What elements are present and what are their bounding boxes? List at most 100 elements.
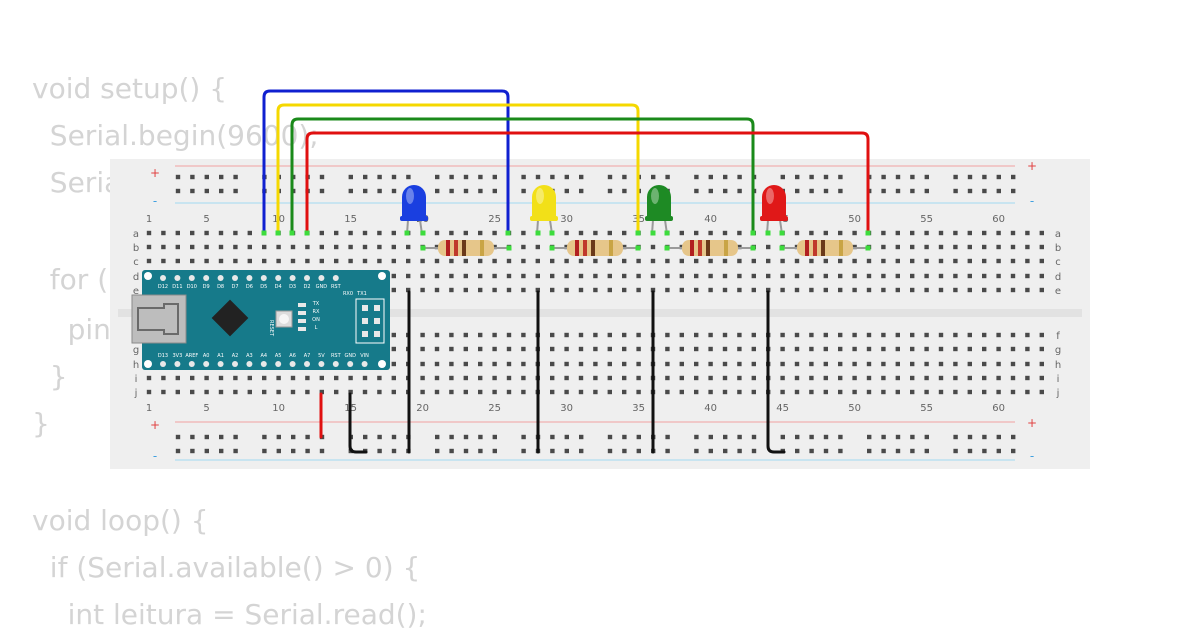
rail-hole [622, 434, 627, 440]
breadboard-hole [722, 332, 728, 338]
breadboard-hole [737, 389, 742, 395]
breadboard-hole [391, 230, 396, 236]
breadboard-hole [665, 258, 670, 264]
rail-hole [636, 448, 641, 454]
breadboard-hole [622, 332, 627, 338]
rail-hole [838, 434, 843, 440]
code-line: } [32, 407, 50, 440]
breadboard-hole [996, 244, 1001, 250]
breadboard-hole [1025, 258, 1030, 264]
breadboard-hole [881, 332, 886, 338]
breadboard-hole [578, 287, 584, 293]
arduino-pin [174, 361, 181, 367]
led-body [532, 185, 556, 219]
breadboard-hole [780, 346, 785, 352]
breadboard-hole [694, 389, 699, 395]
rail-hole [478, 448, 483, 454]
arduino-pin-label: 5V [318, 353, 325, 359]
breadboard-hole [463, 230, 468, 236]
connection-dot [420, 230, 426, 236]
breadboard-hole [190, 244, 195, 250]
breadboard-hole [506, 287, 512, 293]
breadboard-hole [881, 230, 886, 236]
rail-hole [823, 174, 829, 180]
breadboard-hole [924, 258, 929, 264]
arduino-pin-label: D6 [246, 284, 253, 290]
breadboard-hole [967, 244, 972, 250]
resistor-band [698, 240, 702, 256]
breadboard-hole [938, 361, 944, 367]
rail-hole [651, 174, 656, 180]
connection-dot [635, 245, 641, 251]
breadboard-hole [463, 287, 468, 293]
breadboard-hole [535, 244, 540, 250]
rail-hole [276, 434, 281, 440]
rail-hole [1011, 434, 1016, 440]
rail-hole [478, 188, 483, 194]
breadboard-hole [607, 258, 612, 264]
code-line: void loop() { [32, 504, 209, 537]
breadboard-hole [521, 244, 526, 250]
black-wire-4 [766, 290, 786, 454]
breadboard-hole [866, 389, 872, 395]
yellow-wire[interactable] [276, 103, 640, 235]
green-wire[interactable] [290, 117, 755, 235]
breadboard-hole [607, 230, 612, 236]
breadboard-hole [838, 258, 843, 264]
row-letter: c [1055, 257, 1061, 268]
arduino-pin [217, 275, 224, 281]
resistor-band [706, 240, 710, 256]
rail-hole [363, 188, 368, 194]
rail-hole [1011, 188, 1016, 194]
breadboard-hole [910, 389, 915, 395]
breadboard-hole [982, 346, 987, 352]
rail-hole [204, 188, 209, 194]
breadboard-hole [694, 273, 699, 279]
rail-hole [895, 174, 901, 180]
blue-led[interactable] [400, 185, 428, 235]
rail-hole [449, 174, 454, 180]
green-led[interactable] [645, 185, 673, 235]
breadboard-hole [1039, 389, 1044, 395]
rail-hole [924, 448, 929, 454]
breadboard-hole [492, 361, 497, 367]
resistor-band [690, 240, 694, 256]
breadboard-hole [593, 375, 598, 381]
breadboard-hole [420, 361, 425, 367]
red-led[interactable] [760, 185, 788, 235]
blue-wire[interactable] [262, 89, 510, 235]
breadboard-hole [190, 375, 195, 381]
breadboard-hole [276, 244, 281, 250]
rail-sign: + [1027, 159, 1037, 173]
rail-hole [723, 448, 728, 454]
rail-hole [881, 174, 886, 180]
connection-dot [505, 230, 511, 236]
breadboard-hole [794, 375, 800, 381]
breadboard-hole [564, 258, 569, 264]
arduino-pin-label: 3V3 [173, 353, 183, 359]
breadboard-hole [694, 230, 699, 236]
arduino-pin [304, 275, 310, 281]
arduino-pin-label: GND [316, 284, 328, 290]
breadboard-hole [823, 258, 828, 264]
breadboard-hole [737, 346, 742, 352]
rail-hole [579, 434, 584, 440]
breadboard-hole [636, 332, 641, 338]
breadboard-hole [607, 332, 612, 338]
connection-dot [549, 245, 555, 251]
breadboard-hole [506, 346, 512, 352]
rail-hole [910, 188, 915, 194]
breadboard-hole [679, 230, 684, 236]
breadboard-hole [622, 258, 627, 264]
breadboard-hole [665, 346, 670, 352]
arduino-mount-hole [144, 272, 152, 280]
connection-dot [535, 230, 541, 236]
red-wire[interactable] [305, 131, 870, 235]
breadboard-hole [996, 287, 1001, 293]
breadboard-hole [593, 287, 598, 293]
rail-hole [190, 434, 195, 440]
icsp-pin [362, 318, 368, 324]
arduino-pin [260, 275, 267, 281]
rail-hole [607, 174, 613, 180]
